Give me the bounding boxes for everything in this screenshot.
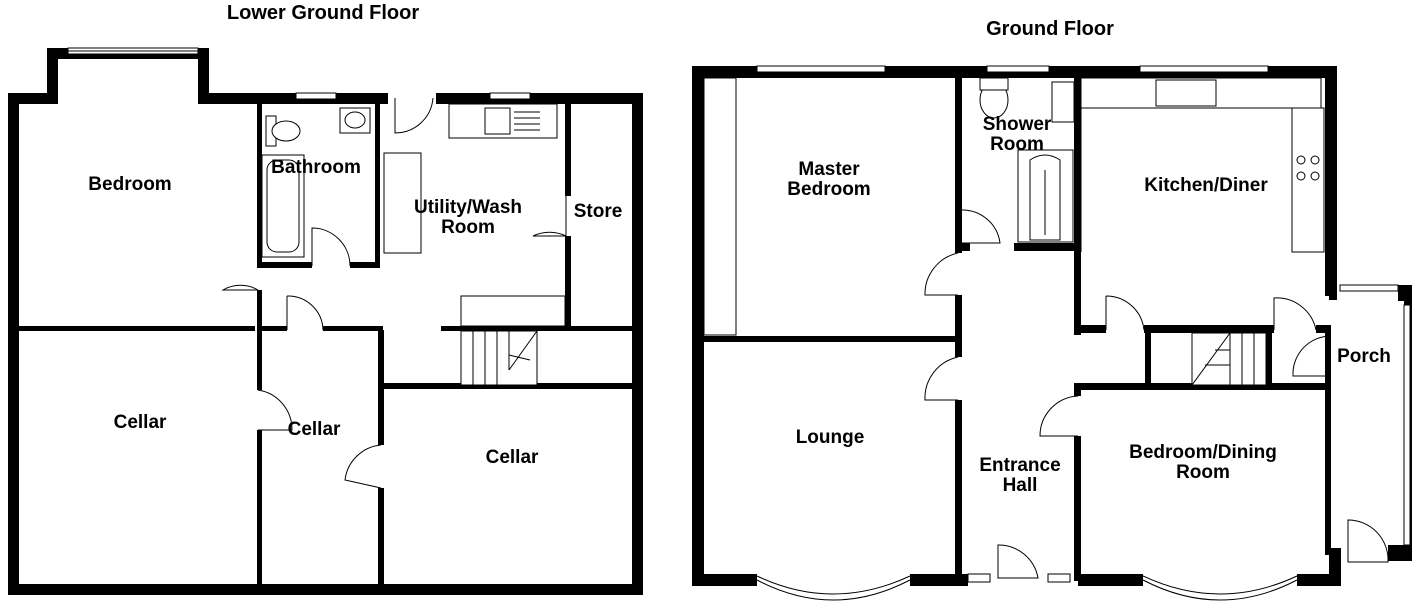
room-label-bedroom: Bedroom xyxy=(88,174,172,195)
room-label-store: Store xyxy=(573,201,623,222)
ground-floor-title: Ground Floor xyxy=(986,18,1114,40)
room-label-cellar-left: Cellar xyxy=(113,412,167,433)
lower-ground-floor-fixtures xyxy=(67,47,567,489)
room-label-master-bedroom: Master Bedroom xyxy=(787,159,871,200)
room-label-utility-wash-room: Utility/Wash Room xyxy=(413,197,523,238)
room-label-bathroom: Bathroom xyxy=(271,157,361,178)
room-label-entrance-hall: Entrance Hall xyxy=(979,455,1061,496)
room-label-kitchen-diner: Kitchen/Diner xyxy=(1144,175,1268,196)
lower-ground-floor-walls xyxy=(8,48,643,595)
room-label-porch: Porch xyxy=(1337,346,1391,367)
ground-floor-fixtures xyxy=(703,65,1411,601)
room-label-cellar-right: Cellar xyxy=(485,447,539,468)
room-label-bedroom-dining-room: Bedroom/Dining Room xyxy=(1129,442,1277,483)
lower-ground-floor-title: Lower Ground Floor xyxy=(226,2,420,24)
room-label-cellar-middle: Cellar xyxy=(287,419,341,440)
room-label-lounge: Lounge xyxy=(795,427,865,448)
room-label-shower-room: Shower Room xyxy=(982,114,1052,155)
